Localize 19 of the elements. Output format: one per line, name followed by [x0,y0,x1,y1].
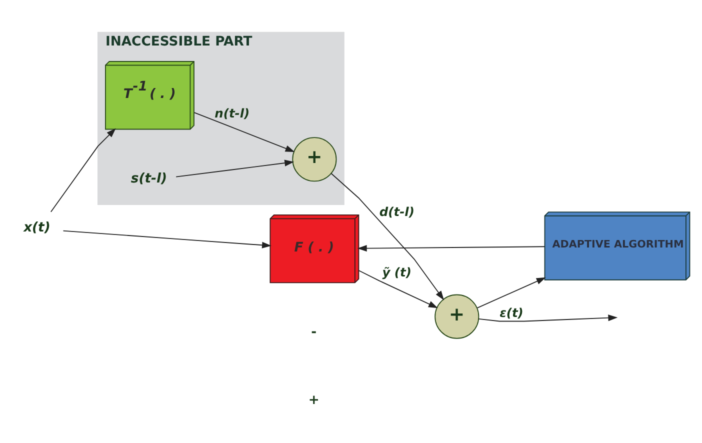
edge-label: ỹ (t) [382,265,412,280]
arrow [330,173,444,300]
node-circle: + [434,294,480,339]
arrow [50,128,116,212]
edge-label: n(t-l) [214,106,250,120]
edge-label: ε(t) [500,306,524,320]
arrow [476,277,546,308]
arrow [194,112,295,152]
arrow [176,160,294,178]
arrow [62,230,272,248]
edge-label: d(t-l) [379,205,414,220]
arrow [357,245,546,252]
node-circle: + [292,137,337,182]
label: - [311,325,317,340]
node-text: s(t-l) [130,172,168,187]
arrow [478,314,618,322]
node-text: x(t) [24,220,50,236]
arrow [358,270,438,308]
label: + [308,392,320,408]
